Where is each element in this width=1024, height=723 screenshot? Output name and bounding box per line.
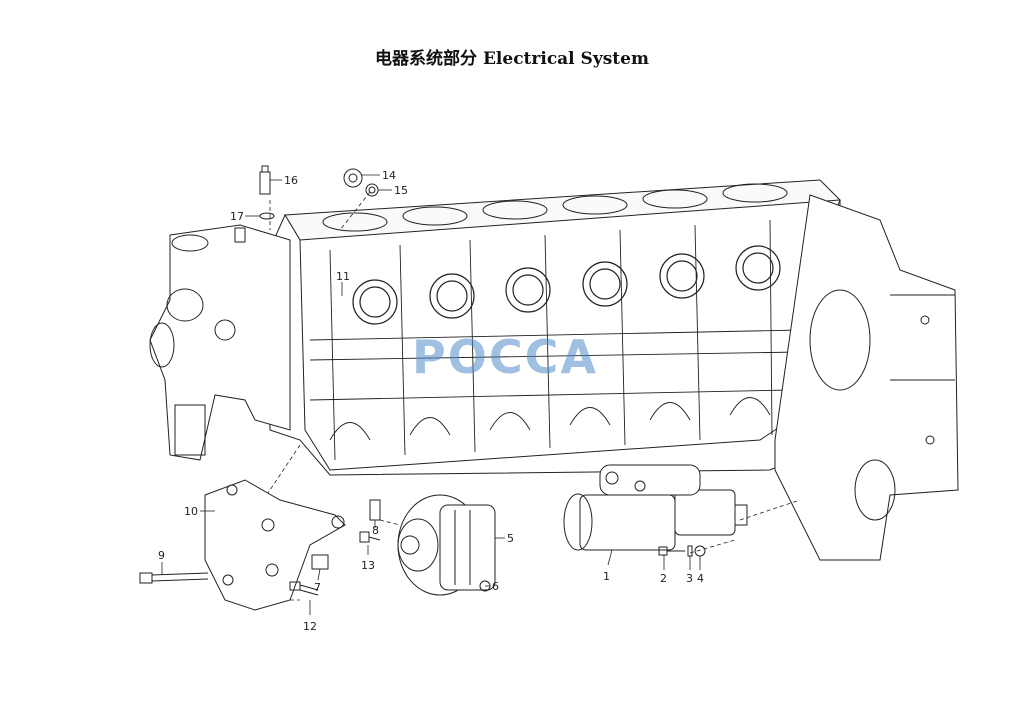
callout-14: 14: [382, 169, 396, 182]
page-title: 电器系统部分 Electrical System: [375, 49, 649, 69]
callout-5: 5: [507, 532, 514, 545]
front-housing: [149, 224, 291, 461]
callout-1: 1: [603, 570, 610, 583]
callout-16: 16: [284, 174, 298, 187]
block-ribs: [309, 219, 801, 461]
leader-lines: [255, 191, 801, 601]
bearing-housings: [352, 245, 781, 325]
engine-block: [264, 179, 842, 476]
callout-3: 3: [686, 572, 693, 585]
callout-9: 9: [158, 549, 165, 562]
callout-13: 13: [361, 559, 375, 572]
callout-8: 8: [372, 524, 379, 537]
fasteners: [139, 165, 706, 596]
starter-motor: [563, 464, 748, 551]
callout-2: 2: [660, 572, 667, 585]
callout-10: 10: [184, 505, 198, 518]
callout-15: 15: [394, 184, 408, 197]
flywheel-housing: [774, 194, 959, 561]
callout-7: 7: [314, 581, 321, 594]
callout-6: 6: [492, 580, 499, 593]
callout-leaders: [161, 174, 701, 615]
lower-skirt: [329, 397, 771, 441]
alternator: [397, 494, 496, 596]
cylinder-bores: [322, 183, 788, 232]
callout-labels: 1 2 3 4 5 6 7 8 9 10 11 12 13 14 15 16 1…: [158, 169, 704, 633]
callout-17: 17: [230, 210, 244, 223]
alternator-bracket: [204, 479, 346, 611]
callout-12: 12: [303, 620, 317, 633]
watermark: POCCA: [412, 330, 598, 384]
callout-4: 4: [697, 572, 704, 585]
callout-11: 11: [336, 270, 350, 283]
